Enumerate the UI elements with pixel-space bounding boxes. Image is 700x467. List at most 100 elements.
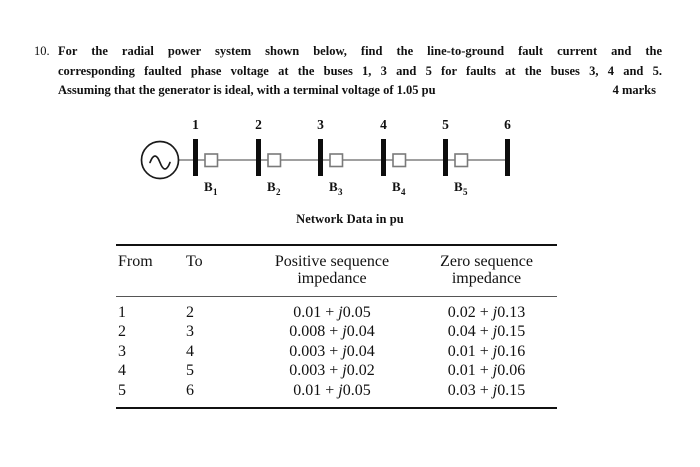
cell-zero-sequence: 0.04 + j0.15 <box>416 322 557 341</box>
zero-j-symbol: j <box>492 342 498 360</box>
question-block: 10. For the radial power system shown be… <box>34 42 662 101</box>
column-header-positive-line1: Positive sequence <box>274 253 390 270</box>
zero-real: 0.04 <box>447 323 476 341</box>
pos-operator: + <box>329 342 339 360</box>
network-data-table: From To Positive sequence impedance Zero… <box>116 244 557 410</box>
cell-zero-sequence: 0.01 + j0.06 <box>416 361 557 380</box>
zero-real: 0.01 <box>447 342 476 360</box>
breaker-label-B5: B 5 <box>454 179 468 197</box>
breaker-label-B1-sub: 1 <box>213 187 218 197</box>
table-header-row: From To Positive sequence impedance Zero… <box>116 246 557 296</box>
marks-label: 4 marks <box>612 83 656 97</box>
table-top-rule <box>116 244 557 246</box>
table-row: 2 3 0.008 + j0.04 0.04 + j0.15 <box>116 322 557 341</box>
pos-imag: 0.04 <box>346 342 375 360</box>
zero-operator: + <box>479 342 489 360</box>
bus-number-4: 4 <box>380 117 387 132</box>
breaker-B5 <box>454 153 469 168</box>
circuit-diagram: 1 2 3 4 5 6 B 1 B 2 B 3 B 4 B 5 <box>0 110 700 205</box>
pos-operator: + <box>329 323 339 341</box>
cell-to: 4 <box>186 342 194 360</box>
pos-real: 0.01 <box>293 381 322 399</box>
zero-operator: + <box>479 362 489 380</box>
cell-from: 1 <box>118 304 126 321</box>
cell-positive-sequence: 0.008 + j0.04 <box>248 322 416 341</box>
cell-from: 4 <box>118 362 126 380</box>
bus-number-2: 2 <box>255 117 262 132</box>
generator-symbol <box>140 140 180 180</box>
pos-imag: 0.04 <box>346 323 375 341</box>
table-row: 5 6 0.01 + j0.05 0.03 + j0.15 <box>116 381 557 400</box>
zero-real: 0.01 <box>447 362 476 380</box>
pos-real: 0.008 <box>289 323 326 341</box>
zero-imag: 0.06 <box>497 362 526 380</box>
zero-imag: 0.15 <box>497 323 526 341</box>
breaker-label-B4-sub: 4 <box>401 187 406 197</box>
zero-imag: 0.13 <box>497 304 526 321</box>
zero-real: 0.03 <box>447 381 476 399</box>
breaker-B3 <box>329 153 344 168</box>
zero-imag: 0.16 <box>497 342 526 360</box>
breaker-label-B2: B 2 <box>267 179 281 197</box>
table-caption: Network Data in pu <box>296 212 404 226</box>
zero-j-symbol: j <box>492 304 498 321</box>
zero-operator: + <box>479 381 489 399</box>
column-header-from: From <box>118 253 153 270</box>
question-line-3-row: Assuming that the generator is ideal, wi… <box>58 81 662 101</box>
table-row: 3 4 0.003 + j0.04 0.01 + j0.16 <box>116 342 557 361</box>
table-bottom-rule <box>116 407 557 410</box>
pos-j-symbol: j <box>338 304 343 321</box>
table-mid-rule <box>116 296 557 297</box>
column-header-zero-line2: impedance <box>451 270 522 287</box>
breaker-label-B3: B 3 <box>329 179 343 197</box>
pos-imag: 0.02 <box>346 362 375 380</box>
breaker-label-B2-sub: 2 <box>276 187 281 197</box>
zero-j-symbol: j <box>492 323 498 341</box>
column-header-zero-line1: Zero sequence <box>440 253 533 270</box>
bus-bar-2 <box>256 139 261 176</box>
column-header-to: To <box>186 253 203 270</box>
zero-j-symbol: j <box>492 381 498 399</box>
question-number: 10. <box>34 44 50 58</box>
bus-bar-1 <box>193 139 198 176</box>
generator-circle <box>140 140 180 180</box>
column-header-positive-line2: impedance <box>297 270 367 287</box>
question-text: For the radial power system shown below,… <box>58 42 662 101</box>
bus-number-1: 1 <box>192 117 199 132</box>
cell-positive-sequence: 0.01 + j0.05 <box>248 303 416 322</box>
pos-j-symbol: j <box>342 323 347 341</box>
cell-to: 2 <box>186 304 194 321</box>
pos-real: 0.003 <box>289 342 326 360</box>
bus-number-6: 6 <box>504 117 511 132</box>
breaker-label-B2-letter: B <box>267 179 276 194</box>
breaker-label-B3-letter: B <box>329 179 338 194</box>
breaker-label-B5-letter: B <box>454 179 463 194</box>
cell-positive-sequence: 0.003 + j0.04 <box>248 342 416 361</box>
pos-operator: + <box>325 381 335 399</box>
question-row: 10. For the radial power system shown be… <box>34 42 662 101</box>
zero-operator: + <box>479 304 489 321</box>
breaker-label-B1-letter: B <box>204 179 213 194</box>
cell-to: 6 <box>186 381 194 399</box>
pos-real: 0.003 <box>289 362 326 380</box>
breaker-B1 <box>204 153 219 168</box>
breaker-label-B4-letter: B <box>392 179 401 194</box>
breaker-B4 <box>392 153 407 168</box>
table-row: 4 5 0.003 + j 0.02 0.01 + j0.06 <box>116 361 557 380</box>
zero-j-symbol: j <box>492 362 498 380</box>
cell-to: 3 <box>186 323 194 341</box>
cell-to: 5 <box>186 362 194 380</box>
pos-imag: 0.05 <box>342 381 371 399</box>
pos-j-symbol: j <box>338 381 343 399</box>
pos-operator: + <box>329 362 339 380</box>
cell-zero-sequence: 0.02 + j0.13 <box>416 303 557 322</box>
bus-bar-3 <box>318 139 323 176</box>
pos-operator: + <box>325 304 335 321</box>
bus-bar-5 <box>443 139 448 176</box>
cell-from: 2 <box>118 323 126 341</box>
breaker-label-B3-sub: 3 <box>338 187 343 197</box>
pos-imag: 0.05 <box>342 304 371 321</box>
bus-number-5: 5 <box>442 117 449 132</box>
table-row: 1 2 0.01 + j0.05 0.02 + j0.13 <box>116 303 557 322</box>
generator-sine-icon <box>149 155 171 170</box>
